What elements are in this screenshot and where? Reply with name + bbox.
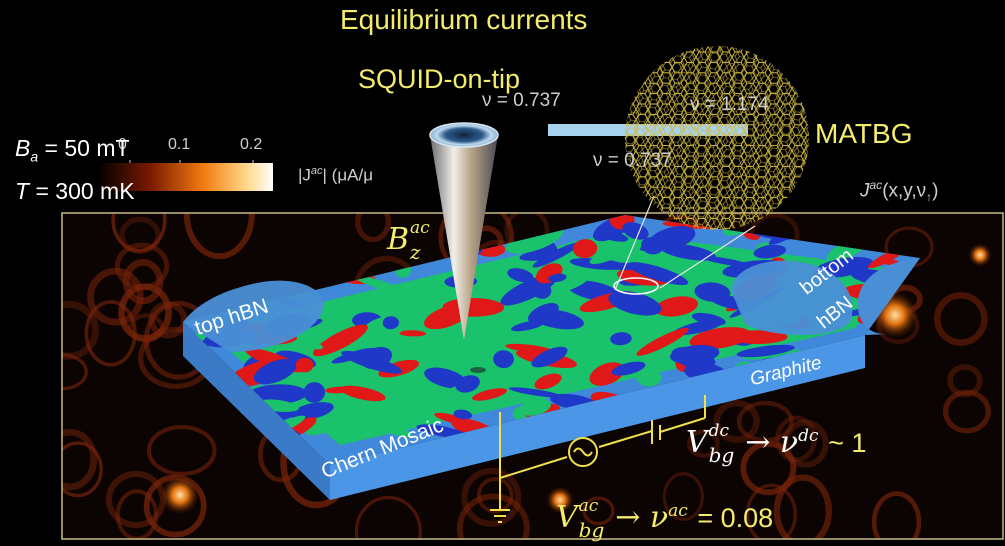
nu-bottom-label: ν = 0.737 [593, 150, 672, 171]
nu-left-label: ν = 0.737 [482, 90, 561, 111]
colorbar-label: |Jac| (μA/μ [298, 165, 373, 185]
device-slab [183, 215, 920, 500]
map-frame [61, 212, 1004, 540]
temperature-label: T = 300 mK [15, 178, 135, 204]
squid-tip [429, 122, 499, 373]
circuit [490, 395, 706, 523]
probe-label: SQUID-on-tip [358, 64, 521, 94]
lattice-inset [613, 46, 809, 295]
colorbar [98, 163, 273, 191]
colorbar-tick-1: 0.1 [168, 136, 191, 153]
nu-right-label: ν = 1.174 [690, 94, 769, 115]
colorbar-tick-2: 0.2 [240, 136, 263, 153]
material-label: MATBG [815, 118, 913, 149]
colorbar-tick-0: 0 [118, 136, 127, 153]
title: Equilibrium currents [340, 4, 588, 35]
field-label: Ba = 50 mT [15, 135, 130, 165]
map-label: Jac(x,y,ν↑) [860, 178, 939, 205]
